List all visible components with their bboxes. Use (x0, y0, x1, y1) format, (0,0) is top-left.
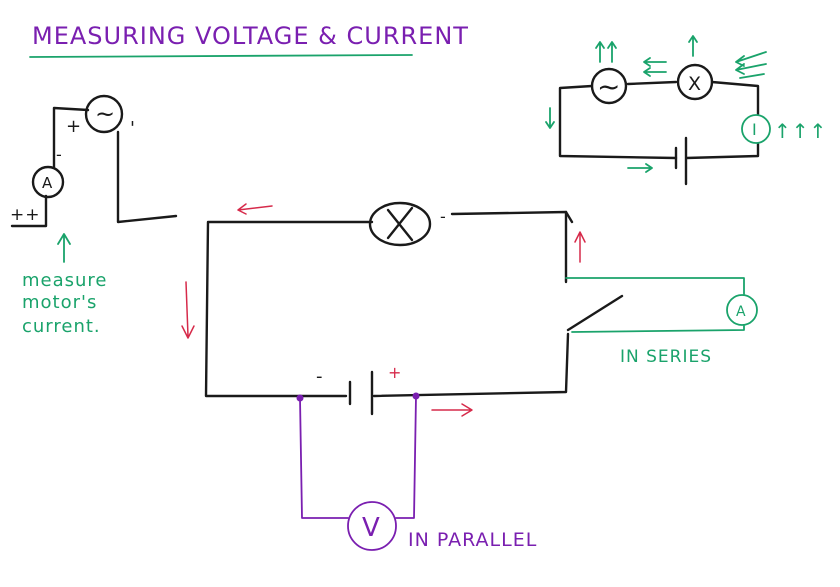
current-arrow-top-icon (237, 203, 273, 215)
motor-note-line-1: measure (22, 270, 108, 291)
motor-symbol (84, 94, 124, 134)
flow-arrow-left-mid-icon (643, 57, 667, 77)
top-right-lamp-glyph: X (688, 73, 702, 95)
title-underline (29, 54, 413, 58)
battery-plus-label: + (388, 363, 402, 382)
lamp-cross (386, 206, 414, 242)
motor-sketch-right-wire (116, 130, 178, 224)
ammeter-series-wire (565, 277, 745, 333)
parallel-label: IN PARALLEL (408, 529, 537, 551)
series-label: IN SERIES (620, 347, 712, 367)
ammeter-plus-plus-label: ++ (10, 205, 41, 225)
upward-arrows-icon: ↑↑↑ (774, 119, 827, 143)
motor-sketch-wire (10, 106, 90, 228)
voltmeter-symbol (347, 501, 397, 551)
motor-symbol-glyph: ~ (95, 100, 116, 128)
current-arrow-bottom-icon (431, 403, 473, 417)
motor-note-line-3: current. (22, 316, 101, 337)
motor-note-line-2: motor's (22, 292, 97, 313)
top-right-circuit: ~ X I ↑↑↑ (545, 35, 827, 186)
ammeter-symbol-glyph: A (42, 174, 53, 192)
motor-tick-mark: ' (130, 118, 136, 139)
current-arrow-left-icon (181, 281, 195, 339)
lamp-terminal-label: - (440, 207, 447, 226)
page-title: MEASURING VOLTAGE & CURRENT (32, 22, 469, 50)
motor-note: measure motor's current. (22, 233, 108, 337)
motor-minus-label: - (56, 145, 63, 164)
main-circuit-wire (204, 210, 570, 398)
motor-plus-label: + (66, 116, 82, 137)
ac-source-symbol (590, 67, 628, 105)
flow-arrow-up-right-icon (688, 35, 698, 57)
top-right-meter-symbol (741, 114, 771, 144)
top-right-circuit-wire (558, 80, 760, 186)
flow-arrow-left-right-icon (735, 51, 767, 79)
lamp-symbol (368, 201, 432, 247)
current-arrow-right-side-icon (574, 231, 586, 263)
flow-arrow-up-left-icon (595, 41, 617, 63)
ac-source-glyph: ~ (597, 70, 621, 103)
flow-arrow-down-icon (545, 107, 555, 129)
switch-symbol (564, 210, 624, 332)
motor-note-arrow-icon (57, 233, 71, 263)
voltmeter-glyph: V (362, 513, 381, 543)
battery-symbol (348, 370, 374, 416)
motor-sketch: ~ + - ' A ++ (10, 94, 178, 228)
ammeter-symbol (31, 165, 65, 199)
ammeter-in-series: A IN SERIES (565, 277, 758, 367)
main-circuit: - - + (181, 201, 624, 417)
battery-minus-label: - (316, 366, 324, 387)
top-right-lamp-symbol (676, 63, 714, 101)
flow-arrow-right-bottom-icon (627, 163, 653, 173)
series-ammeter-glyph: A (736, 304, 747, 320)
top-right-meter-glyph: I (752, 120, 758, 139)
voltmeter-wire (299, 395, 417, 519)
series-ammeter-symbol (726, 294, 758, 326)
voltmeter-in-parallel: V IN PARALLEL (296, 392, 537, 551)
